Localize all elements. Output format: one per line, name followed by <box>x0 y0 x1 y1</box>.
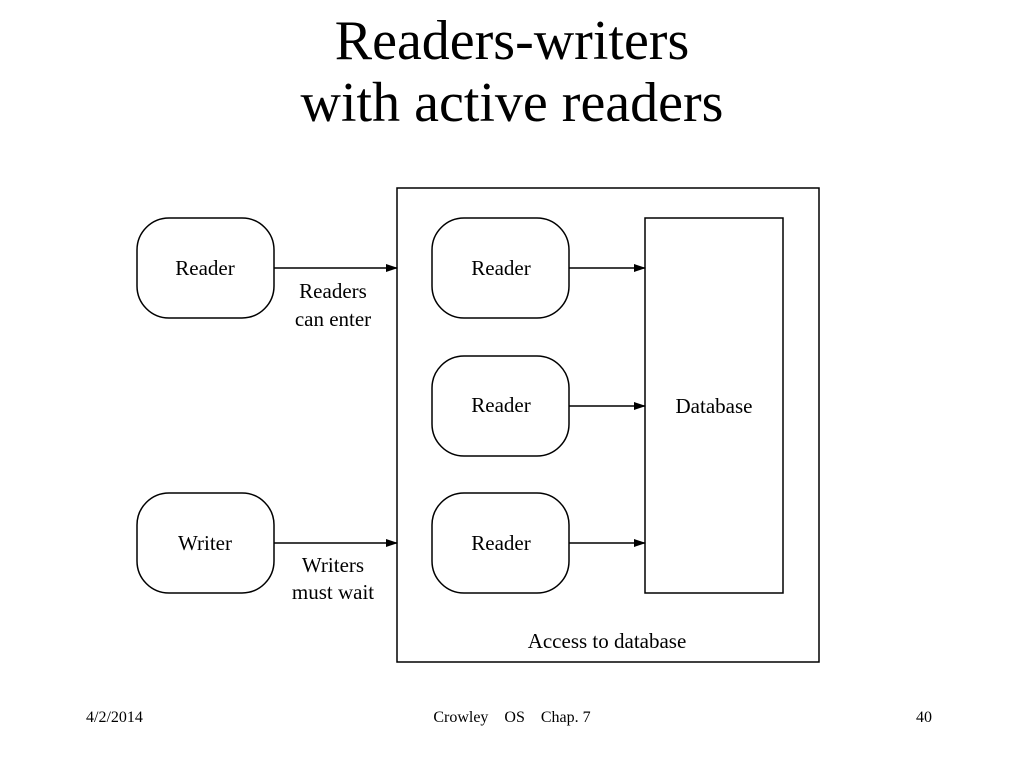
waiting-writer-label: Writer <box>178 531 232 555</box>
footer-page-number: 40 <box>916 709 932 726</box>
writer-note-line-1: Writers <box>302 553 364 577</box>
database-label: Database <box>676 394 753 418</box>
slide-title: Readers-writers with active readers <box>0 10 1024 134</box>
database-access-region <box>396 187 820 663</box>
writer-note-line-2: must wait <box>292 580 374 604</box>
reader-note-line-1: Readers <box>299 279 367 303</box>
database-access-label: Access to database <box>528 629 687 653</box>
slide-title-line-1: Readers-writers <box>334 10 690 72</box>
active-reader-label-2: Reader <box>471 393 530 417</box>
active-reader-label-3: Reader <box>471 531 530 555</box>
active-reader-label-1: Reader <box>471 256 530 280</box>
reader-note-line-2: can enter <box>295 307 371 331</box>
slide-title-line-2: with active readers <box>300 72 724 134</box>
footer-date: 4/2/2014 <box>86 709 143 726</box>
waiting-reader-label: Reader <box>175 256 234 280</box>
footer-course-label: Crowley OS Chap. 7 <box>433 709 591 726</box>
